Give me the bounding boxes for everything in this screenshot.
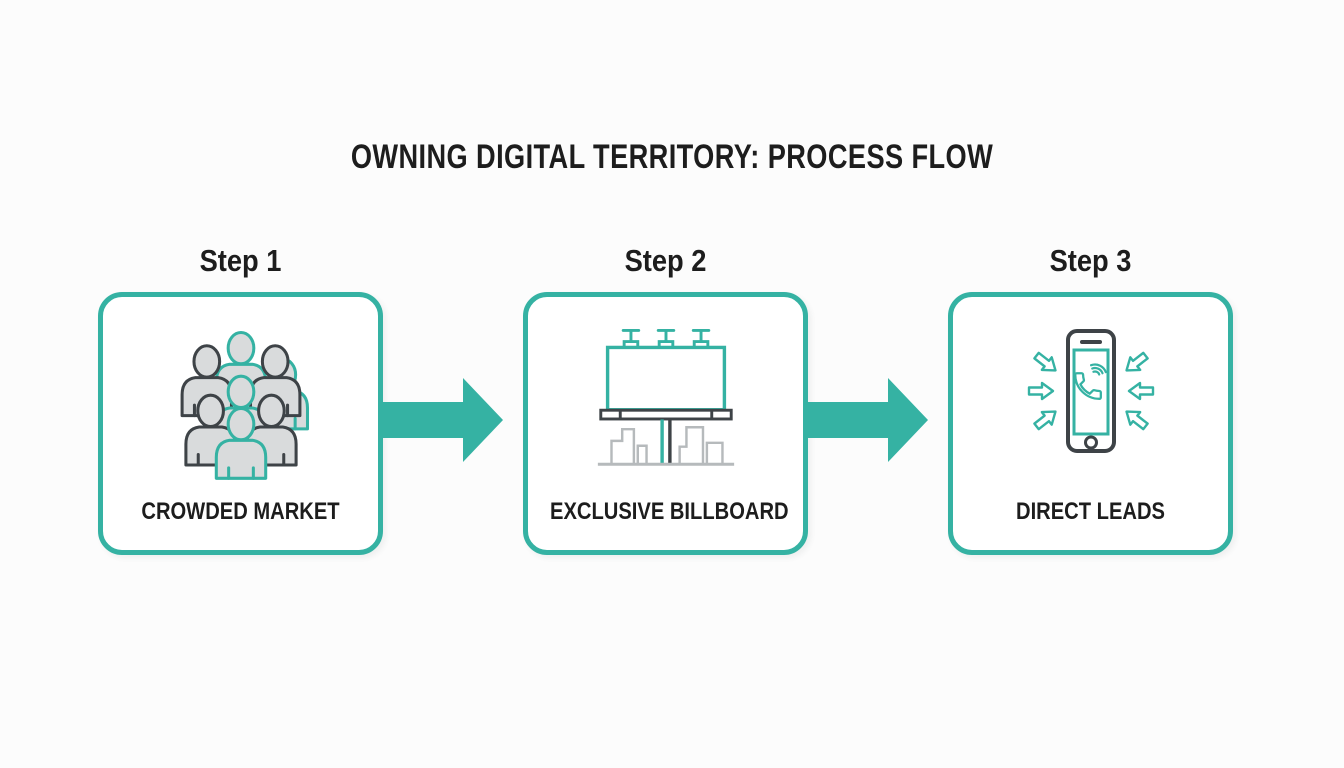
signal-waves-icon <box>1089 363 1107 376</box>
step-1-caption: CROWDED MARKET <box>141 498 340 525</box>
crowd-icon-svg <box>180 330 309 480</box>
phone-handset-icon <box>1073 372 1102 400</box>
step-3-label: Step 3 <box>1049 243 1132 278</box>
city-skyline <box>609 426 724 466</box>
diagram-title: OWNING DIGITAL TERRITORY: PROCESS FLOW <box>350 138 994 176</box>
billboard-icon-svg <box>597 328 734 466</box>
billboard-pole <box>659 419 672 465</box>
step-2-card: EXCLUSIVE BILLBOARD <box>523 292 808 555</box>
step-2-caption: EXCLUSIVE BILLBOARD <box>550 498 789 525</box>
step-1-card: CROWDED MARKET <box>98 292 383 555</box>
incoming-calls-icon <box>953 323 1228 473</box>
incoming-calls-icon-svg <box>1027 329 1154 453</box>
billboard-catwalk <box>598 408 733 421</box>
billboard-icon <box>528 327 803 473</box>
step-3-caption: DIRECT LEADS <box>1016 498 1165 525</box>
step-2-label: Step 2 <box>624 243 707 278</box>
billboard-panel <box>605 345 726 412</box>
step-3-card: DIRECT LEADS <box>948 292 1233 555</box>
crowd-icon <box>103 313 378 484</box>
arrow-right-icon <box>806 378 928 462</box>
arrow-right-icon <box>381 378 503 462</box>
step-1-label: Step 1 <box>199 243 282 278</box>
